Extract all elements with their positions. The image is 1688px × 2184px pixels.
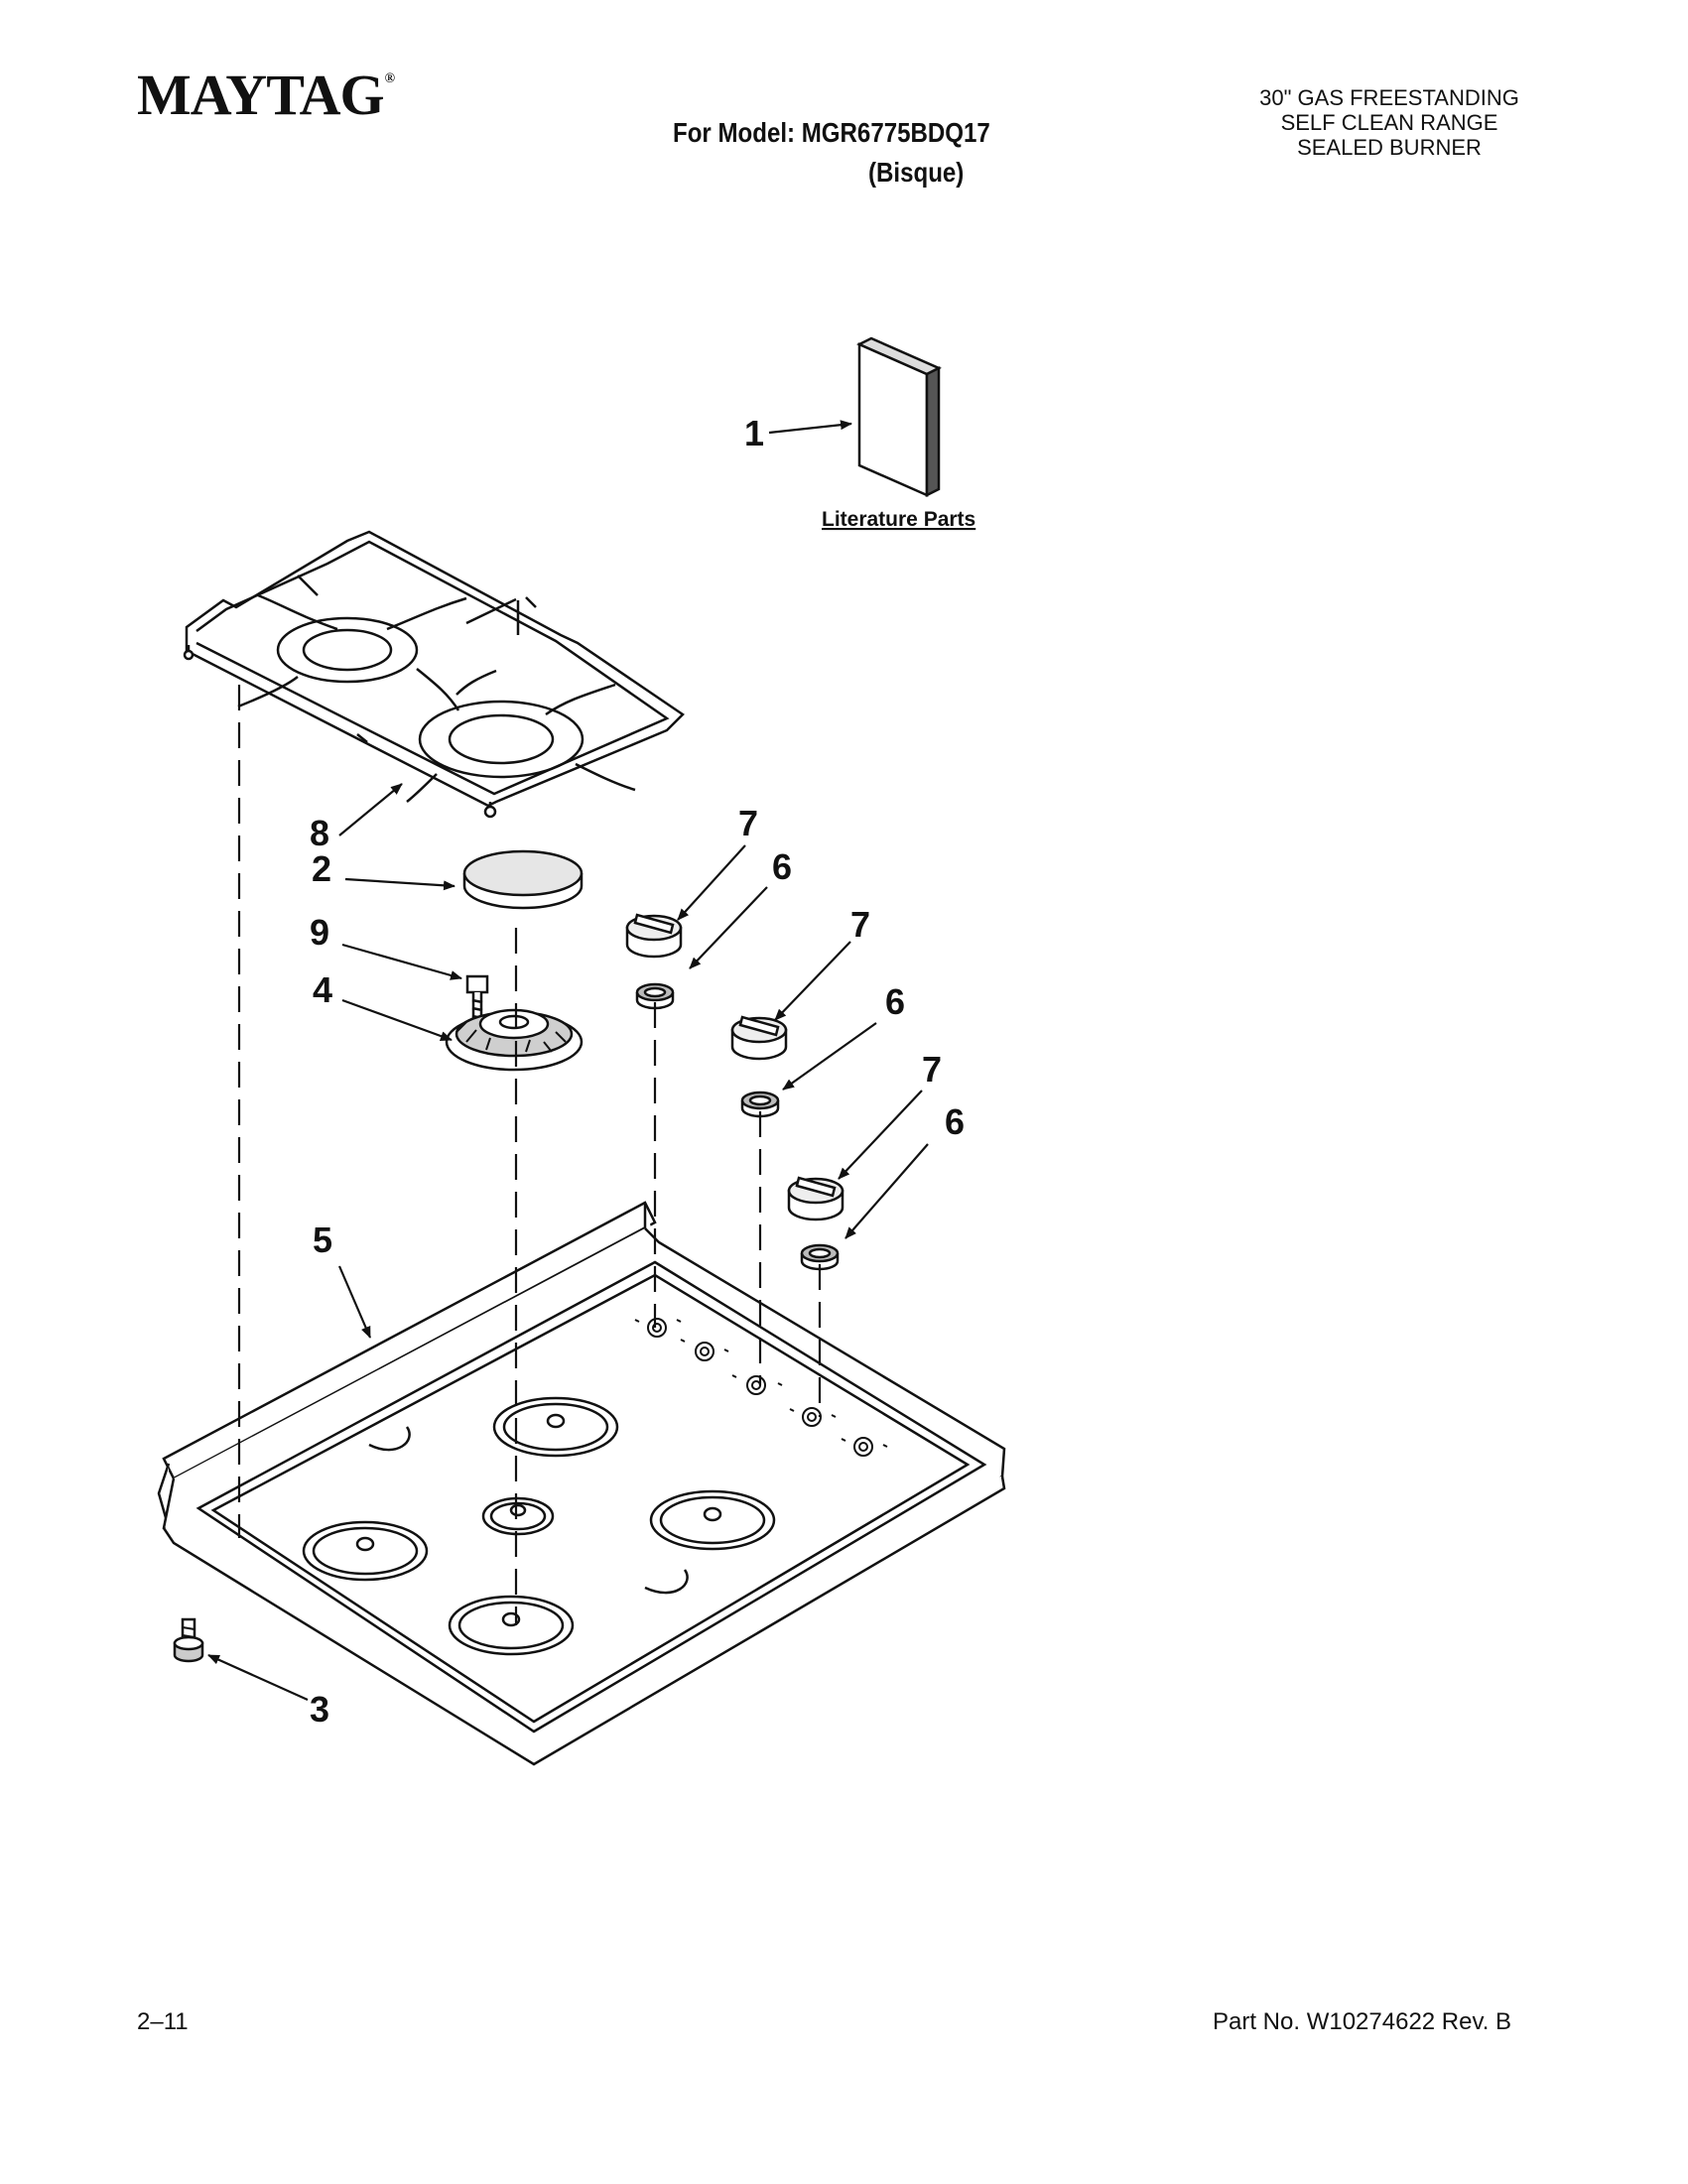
knob-1 <box>625 913 683 959</box>
callout-7-c: 7 <box>922 1049 942 1090</box>
callout-7-a: 7 <box>738 803 758 843</box>
literature-parts-label: Literature Parts <box>822 508 975 531</box>
leader-arrows <box>207 420 929 1702</box>
knob-2 <box>730 1015 788 1061</box>
registered-mark: ® <box>384 71 396 86</box>
callout-6-b: 6 <box>885 981 905 1022</box>
product-line-2: SELF CLEAN RANGE <box>1280 110 1498 135</box>
control-panel-dials <box>634 1318 888 1457</box>
knob-3 <box>787 1176 844 1221</box>
page-code: 2–11 <box>137 2008 189 2035</box>
burner-base <box>445 1008 584 1072</box>
callout-9: 9 <box>310 912 329 953</box>
callout-6-c: 6 <box>945 1101 965 1142</box>
alignment-lines <box>237 685 822 1625</box>
product-description: 30" GAS FREESTANDING SELF CLEAN RANGE SE… <box>1221 85 1558 160</box>
callout-5: 5 <box>313 1220 332 1260</box>
literature-booklet <box>856 336 942 498</box>
model-variant: (Bisque) <box>868 157 965 188</box>
cooktop <box>157 1201 1006 1766</box>
burner-cap <box>462 849 584 910</box>
product-line-1: 30" GAS FREESTANDING <box>1259 85 1519 110</box>
grate <box>183 530 685 819</box>
product-line-3: SEALED BURNER <box>1297 135 1482 160</box>
callout-8: 8 <box>310 813 329 853</box>
part-number: Part No. W10274622 Rev. B <box>1213 2008 1512 2035</box>
callout-4: 4 <box>313 969 332 1010</box>
bezel-1 <box>635 982 675 1010</box>
model-line: For Model: MGR6775BDQ17 <box>673 117 990 148</box>
callout-2: 2 <box>312 848 331 889</box>
callout-6-a: 6 <box>772 846 792 887</box>
callout-7-b: 7 <box>850 904 870 945</box>
brand-logo: MAYTAG® <box>137 62 396 128</box>
leveling-leg <box>173 1617 204 1663</box>
bezel-2 <box>740 1091 780 1118</box>
callout-1: 1 <box>744 413 764 453</box>
brand-text: MAYTAG <box>137 63 385 127</box>
callout-3: 3 <box>310 1689 329 1730</box>
